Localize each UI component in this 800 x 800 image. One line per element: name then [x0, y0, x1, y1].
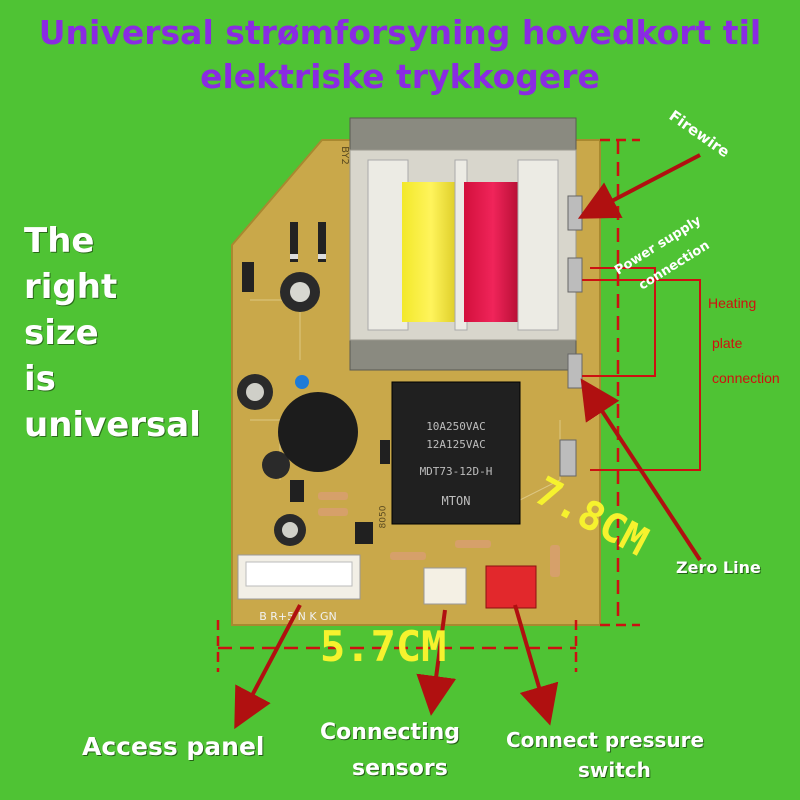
relay-brand-text: MTON	[442, 494, 471, 508]
relay: 10A250VAC 12A125VAC MDT73-12D-H MTON	[391, 381, 521, 525]
connecting-label: Connecting	[320, 720, 461, 745]
zero-line-label: Zero Line	[676, 558, 761, 577]
diodes	[242, 222, 326, 292]
header-pin-labels: B R+5 N K GN	[259, 610, 337, 623]
side-caption-line: right	[24, 267, 118, 307]
connect-pressure-label: Connect pressure	[506, 728, 705, 752]
access-panel-connector	[237, 554, 361, 600]
sensors-label: sensors	[352, 756, 448, 781]
relay-model-text: MDT73-12D-H	[420, 465, 493, 478]
side-caption: The right size is universal	[24, 218, 201, 448]
transformer	[349, 117, 577, 371]
page-title: Universal strømforsyning hovedkort til	[38, 13, 762, 52]
buzzer	[278, 392, 358, 472]
side-caption-line: The	[24, 221, 95, 261]
transistor-mark: 8050	[378, 505, 389, 529]
pressure-switch-connector	[485, 565, 537, 609]
resistors	[318, 492, 560, 577]
side-caption-line: size	[24, 313, 99, 353]
arrows	[234, 153, 702, 730]
side-caption-line: is	[24, 359, 56, 399]
relay-rating-text: 12A125VAC	[426, 438, 486, 451]
relay-rating-text: 10A250VAC	[426, 420, 486, 433]
sensor-connector	[423, 567, 467, 605]
side-caption-line: universal	[24, 405, 201, 445]
page-subtitle: elektriske trykkogere	[200, 57, 600, 96]
capacitors	[237, 272, 320, 546]
access-panel-label: Access panel	[82, 732, 265, 761]
width-dimension: 5.7CM	[320, 622, 447, 671]
heating-connection-label: connection	[712, 370, 780, 386]
switch-label: switch	[578, 758, 651, 782]
heating-label: Heating	[708, 295, 757, 311]
plate-label: plate	[712, 335, 743, 351]
firewire-label: Firewire	[666, 107, 733, 162]
board-mark: BY2	[338, 146, 350, 165]
transistors	[290, 440, 390, 544]
connection-lines	[582, 267, 701, 471]
